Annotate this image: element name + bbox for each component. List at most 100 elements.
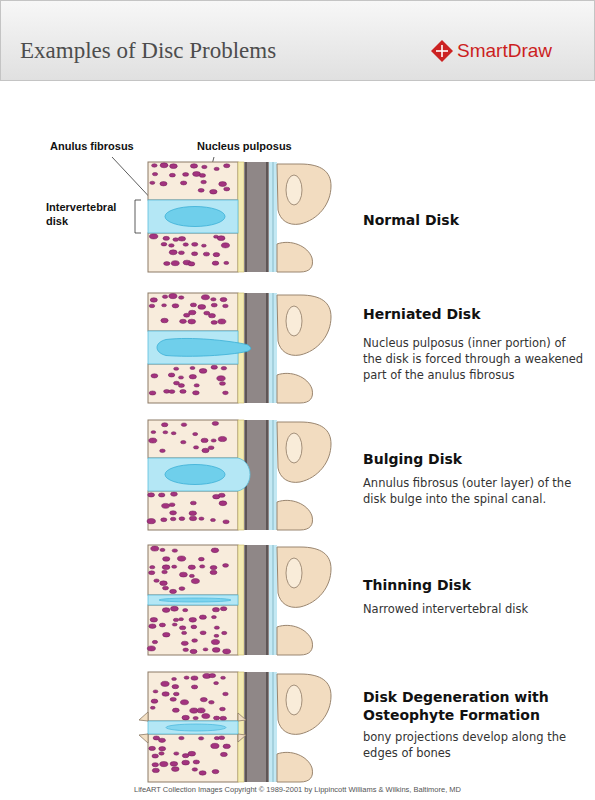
cord-edge bbox=[245, 162, 247, 272]
nerve-line bbox=[273, 545, 274, 655]
bone-cell bbox=[218, 436, 226, 441]
bone-cell bbox=[214, 682, 219, 685]
bone-cell bbox=[213, 253, 220, 257]
bone-cell bbox=[223, 692, 229, 695]
bone-cell bbox=[182, 715, 189, 720]
bone-cell bbox=[158, 493, 165, 497]
part-label: Nucleus pulposus bbox=[197, 139, 317, 153]
bone-cell bbox=[219, 382, 225, 386]
facet-bone bbox=[277, 422, 331, 482]
condition-description: Nucleus pulposus (inner portion) of the … bbox=[363, 335, 585, 383]
bone-cell bbox=[200, 631, 206, 635]
condition-heading: Normal Disk bbox=[363, 211, 585, 229]
bone-cell bbox=[211, 639, 219, 644]
bone-cell bbox=[200, 565, 205, 568]
bone-cell bbox=[183, 609, 188, 612]
bone-cell bbox=[211, 303, 217, 307]
bone-cell bbox=[211, 298, 216, 301]
bone-cell bbox=[191, 579, 199, 584]
bone-cell bbox=[179, 517, 185, 521]
bone-cell bbox=[154, 579, 159, 582]
cord-edge bbox=[245, 672, 247, 782]
bone-cell bbox=[211, 616, 216, 619]
bone-cell bbox=[159, 747, 166, 751]
bone-cell bbox=[161, 423, 167, 427]
bone-cell bbox=[199, 517, 204, 520]
bone-cell bbox=[222, 631, 227, 634]
bone-cell bbox=[203, 648, 208, 651]
bone-cell bbox=[220, 607, 227, 611]
bone-cell bbox=[221, 676, 226, 679]
condition-description: Narrowed intervertebral disk bbox=[363, 601, 585, 617]
vertebral-body bbox=[148, 672, 238, 721]
bone-cell bbox=[149, 438, 157, 443]
vertebral-body bbox=[148, 364, 238, 403]
cord-edge bbox=[266, 672, 268, 782]
bone-cell bbox=[162, 304, 167, 307]
bone-cell bbox=[201, 295, 209, 300]
bone-cell bbox=[198, 304, 206, 309]
bone-cell bbox=[189, 574, 194, 577]
bone-cell bbox=[199, 369, 207, 374]
bone-cell bbox=[179, 587, 185, 591]
bone-cell bbox=[163, 632, 170, 637]
bone-cell bbox=[183, 648, 189, 651]
bone-cell bbox=[153, 690, 158, 693]
bone-cell bbox=[180, 389, 186, 393]
bone-cell bbox=[170, 164, 178, 169]
bone-cell bbox=[223, 304, 229, 307]
bone-cell bbox=[210, 189, 217, 194]
bone-cell bbox=[217, 376, 225, 381]
bone-cell bbox=[178, 237, 185, 242]
bone-cell bbox=[173, 238, 179, 242]
bone-cell bbox=[150, 566, 155, 569]
facet-joint bbox=[286, 306, 302, 336]
bone-cell bbox=[151, 431, 156, 434]
vertebral-body bbox=[148, 491, 238, 530]
bone-cell bbox=[182, 760, 190, 765]
nerve-line bbox=[273, 672, 274, 782]
bone-cell bbox=[190, 303, 196, 307]
nucleus bbox=[165, 465, 225, 485]
ligamentum bbox=[269, 672, 277, 782]
bone-cell bbox=[149, 746, 156, 750]
bone-cell bbox=[199, 173, 205, 177]
bone-cell bbox=[159, 623, 165, 627]
bone-cell bbox=[223, 649, 231, 654]
cord-edge bbox=[266, 545, 268, 655]
facet-joint bbox=[286, 175, 302, 205]
condition-heading: Disk Degeneration with Osteophyte Format… bbox=[363, 688, 585, 724]
cord-edge bbox=[266, 420, 268, 530]
bone-cell bbox=[197, 708, 205, 713]
bone-cell bbox=[201, 438, 208, 442]
bone-cell bbox=[223, 520, 229, 524]
bone-cell bbox=[178, 296, 183, 299]
bone-cell bbox=[211, 439, 216, 442]
nucleus bbox=[165, 207, 225, 227]
bone-cell bbox=[202, 714, 210, 719]
bone-cell bbox=[178, 384, 184, 388]
bone-cell bbox=[161, 242, 167, 246]
bone-cell bbox=[199, 615, 206, 619]
bone-cell bbox=[210, 518, 215, 521]
bone-cell bbox=[170, 589, 177, 593]
bone-cell bbox=[184, 676, 189, 679]
bone-cell bbox=[179, 618, 184, 621]
bone-cell bbox=[174, 752, 179, 755]
annulus bbox=[148, 458, 250, 491]
bone-cell bbox=[173, 618, 178, 621]
bone-cell bbox=[223, 564, 229, 568]
bone-cell bbox=[212, 648, 220, 653]
bone-cell bbox=[148, 493, 155, 497]
bone-cell bbox=[179, 626, 185, 630]
bone-cell bbox=[169, 250, 177, 255]
bone-cell bbox=[212, 769, 219, 773]
bone-cell bbox=[171, 261, 179, 266]
bone-cell bbox=[190, 164, 197, 168]
bone-cell bbox=[192, 768, 198, 771]
bone-cell bbox=[189, 511, 197, 516]
bone-cell bbox=[173, 692, 179, 696]
annulus bbox=[148, 200, 238, 233]
logo-icon bbox=[431, 40, 453, 62]
